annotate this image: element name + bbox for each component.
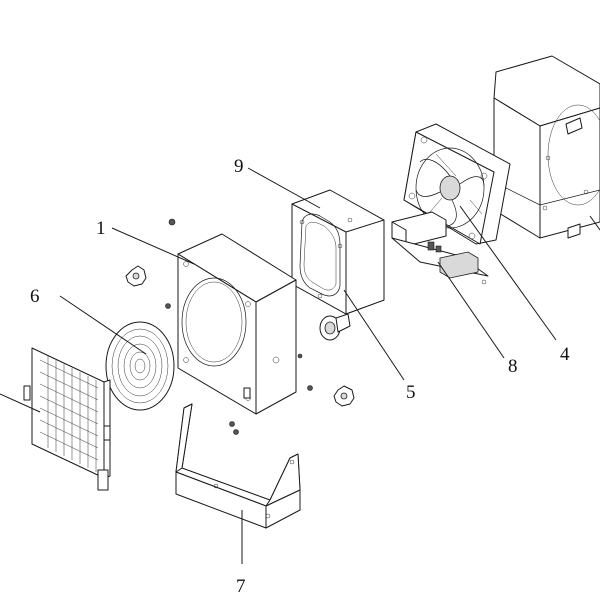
control-knob	[319, 313, 351, 341]
front-panel-bracket	[177, 233, 297, 415]
callout-7: 7	[236, 576, 246, 597]
callout-labels: 1 4 5 6 7 8 9	[30, 156, 570, 597]
callout-1: 1	[96, 218, 106, 239]
fan-guard-grill	[105, 321, 175, 411]
base-stand	[175, 403, 301, 529]
control-board	[391, 211, 489, 285]
heater-frame	[291, 189, 385, 315]
leader-lines	[0, 167, 600, 564]
callout-4: 4	[560, 344, 570, 365]
rear-housing	[493, 55, 600, 239]
star-knob-upper	[125, 265, 147, 287]
callout-9: 9	[234, 156, 244, 177]
callout-8: 8	[508, 356, 518, 377]
callout-6: 6	[30, 286, 40, 307]
front-louver-grille	[23, 347, 111, 491]
callout-5: 5	[406, 382, 416, 403]
star-knob-lower	[333, 385, 355, 407]
